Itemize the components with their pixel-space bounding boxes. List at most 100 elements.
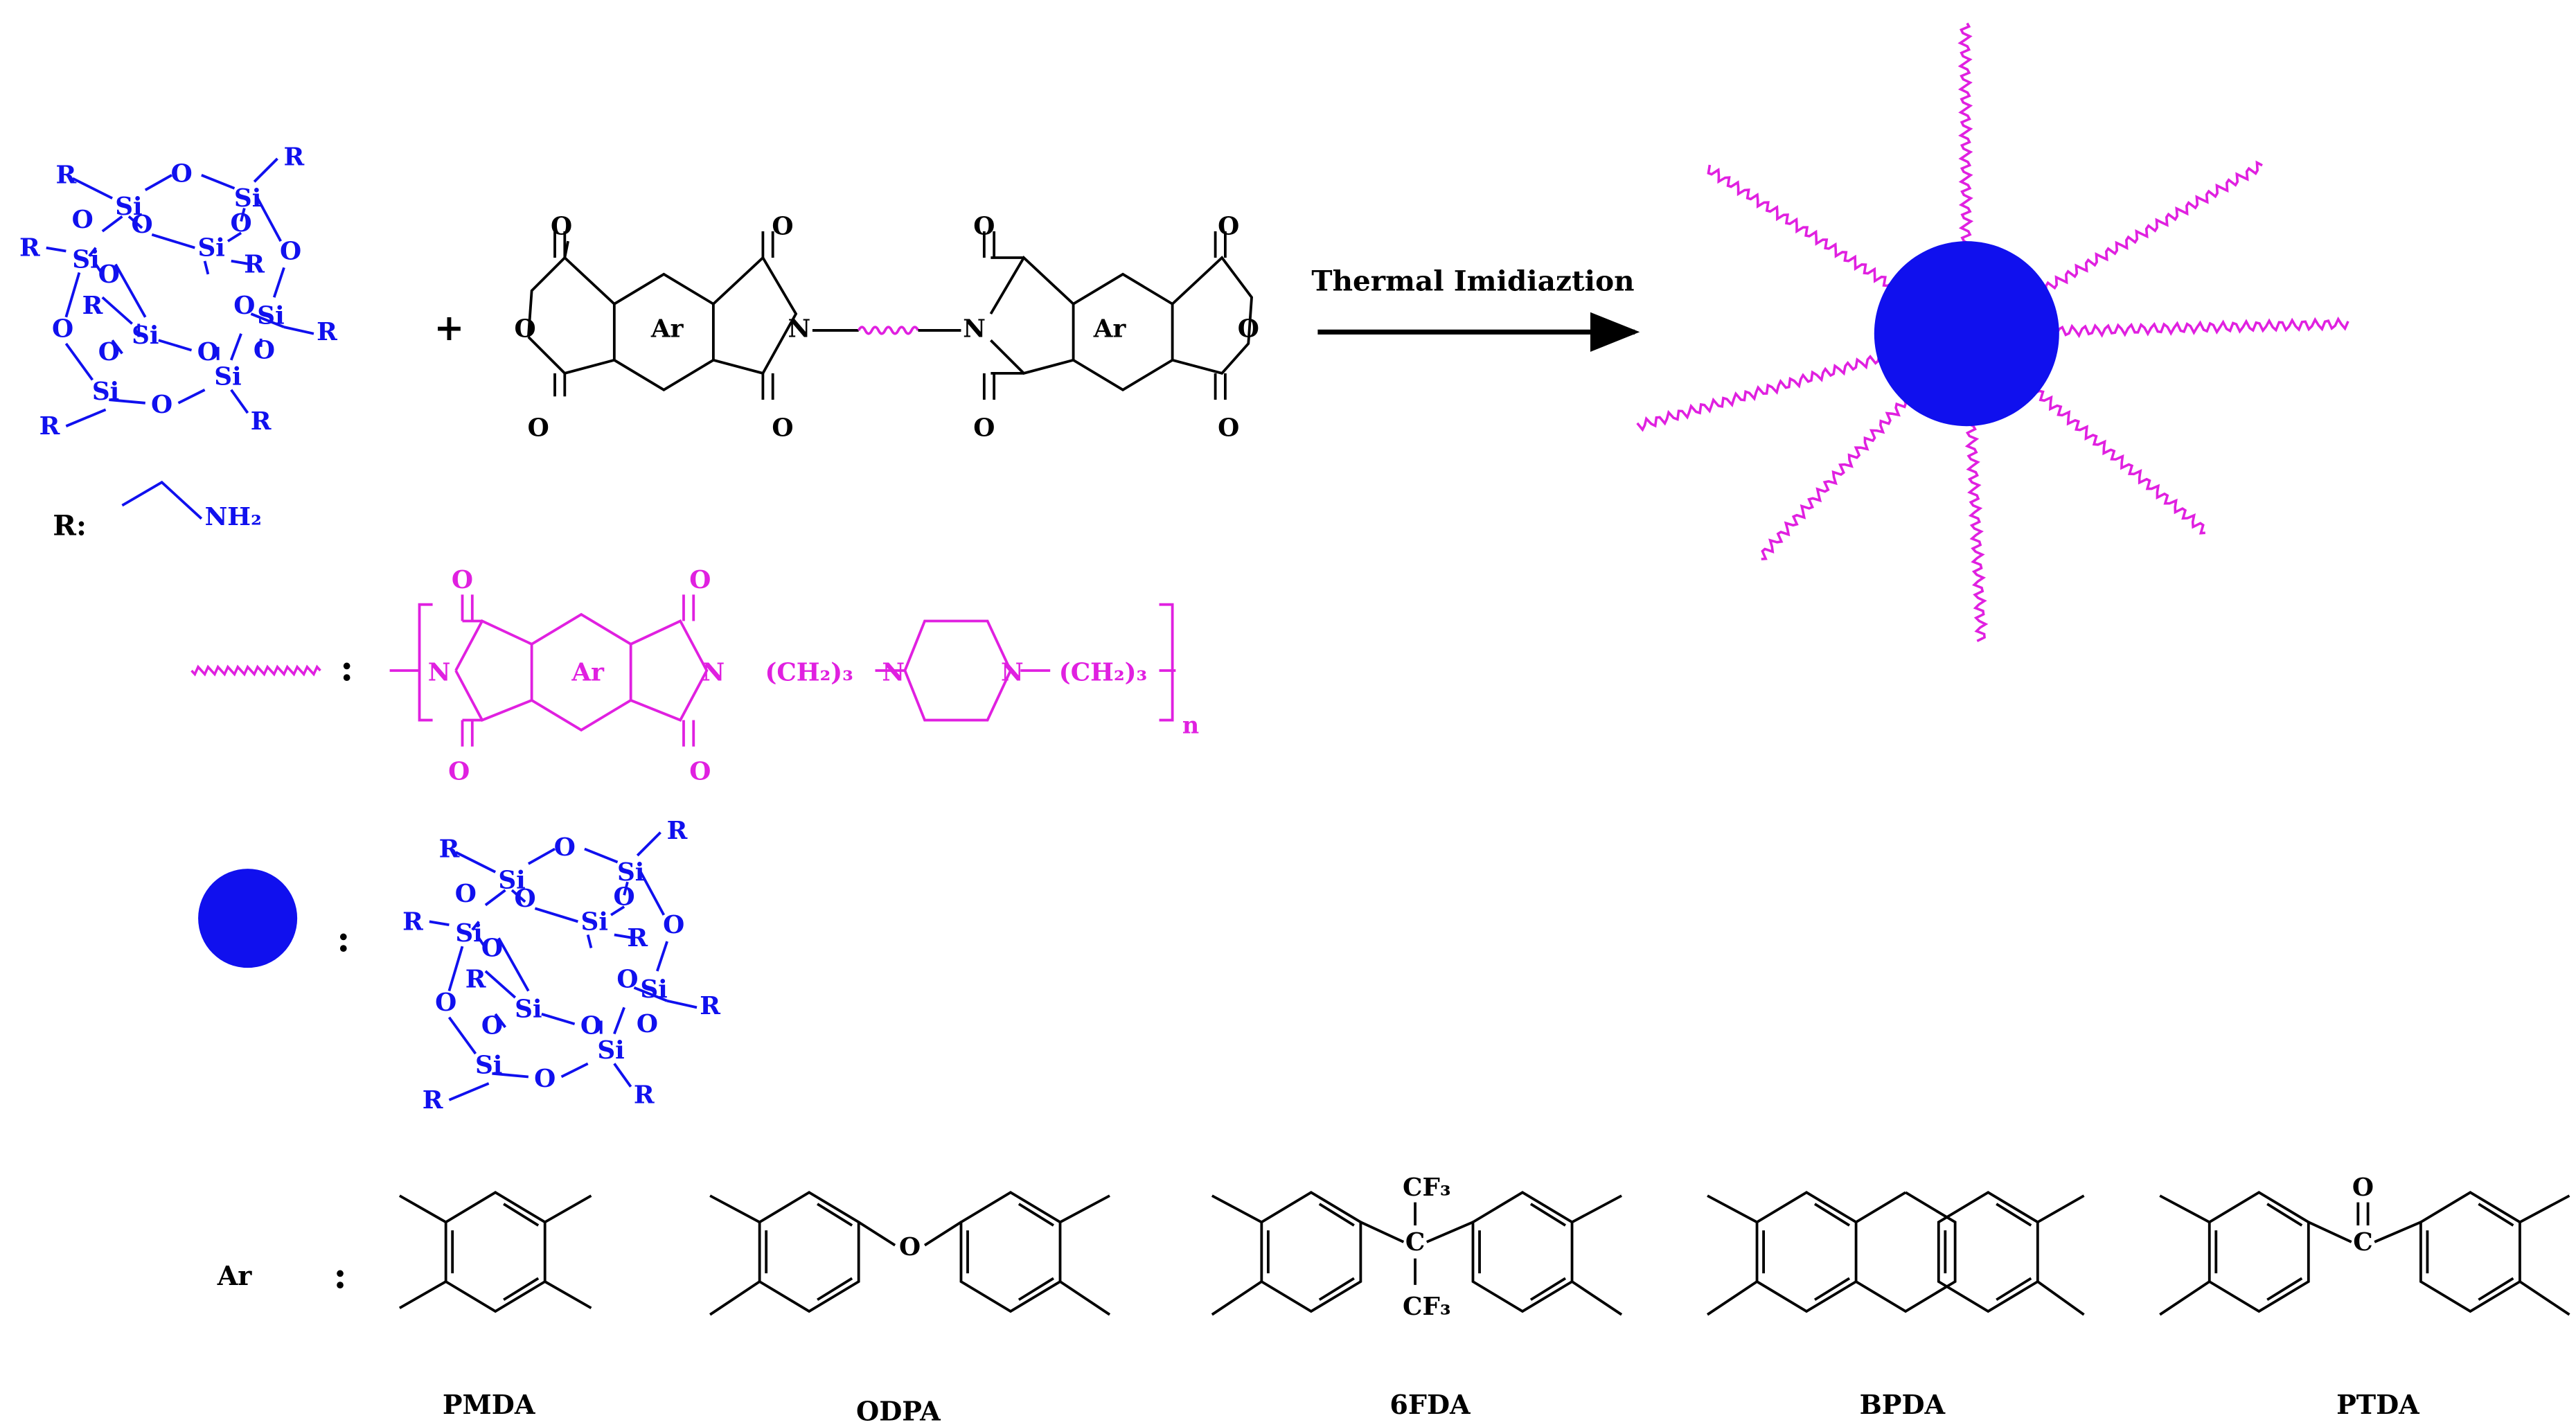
bpda-structure: [1706, 1191, 2085, 1316]
atom-label: O: [230, 209, 251, 238]
atom-label: Si: [115, 192, 142, 221]
atom-label: O: [455, 879, 477, 908]
atom-label: O: [197, 337, 219, 366]
atom-label: O: [689, 565, 711, 594]
colon: :: [340, 647, 353, 689]
atom-label: O: [551, 212, 572, 241]
atom-label: Si: [257, 301, 284, 330]
atom-label: O: [515, 314, 536, 343]
atom-label: O: [534, 1064, 556, 1093]
atom-label: O: [1218, 212, 1239, 241]
atom-label: R: [423, 1085, 443, 1115]
arrow-label: Thermal Imidiaztion: [1311, 265, 1634, 298]
wavy-chain-symbol: [190, 664, 321, 677]
atom-label: O: [689, 756, 711, 786]
polymer-arm-4: [2030, 388, 2205, 535]
polymer-arm-5: [1964, 418, 1989, 642]
atom-label: N: [882, 657, 905, 686]
atom-label: O: [435, 988, 456, 1017]
atom-label: O: [233, 291, 255, 320]
ar-legend: Ar :: [217, 1255, 347, 1297]
poss-core-sphere: [1874, 241, 2059, 427]
atom-label: R: [39, 411, 60, 441]
atom-label: O: [481, 933, 503, 962]
atom-label: O: [481, 1011, 503, 1040]
atom-label: Si: [234, 184, 261, 213]
poss-cage-top: R O R Si Si O O O R Si O Si R O R O Si O…: [19, 143, 337, 441]
atom-label: O: [452, 565, 473, 594]
atom-label: R: [55, 161, 76, 190]
atom-label: R: [439, 834, 460, 863]
atom-label: R: [700, 991, 720, 1020]
ar-label: Ar: [1093, 314, 1127, 343]
ether-oxygen-label: O: [899, 1232, 921, 1261]
atom-label: Si: [132, 321, 159, 350]
atom-label: R: [251, 407, 272, 436]
atom-label: O: [72, 205, 94, 234]
atom-label: O: [973, 212, 995, 241]
atom-label: O: [772, 212, 793, 241]
atom-label: N: [788, 314, 810, 343]
atom-label: Si: [455, 919, 482, 948]
atom-label: C: [2353, 1227, 2372, 1257]
atom-label: Si: [197, 233, 224, 263]
atom-label: R: [627, 923, 648, 952]
cf3-label: CF₃: [1403, 1173, 1451, 1202]
atom-label: Si: [640, 975, 667, 1004]
atom-label: O: [614, 883, 635, 912]
colon: :: [333, 1255, 346, 1297]
poss-sphere-symbol: [198, 869, 298, 968]
atom-label: O: [637, 1009, 658, 1038]
atom-label: N: [1001, 657, 1024, 686]
atom-label: O: [973, 413, 995, 442]
ethyl-chain: [121, 480, 203, 520]
cf3-label: CF₃: [1403, 1292, 1451, 1321]
dianhydride-atoms: O O O O O Ar N N Ar O O O O O: [515, 212, 1259, 443]
pmda-label: PMDA: [443, 1389, 536, 1420]
atom-label: O: [663, 910, 684, 939]
ch2-chain-label: (CH₂)₃: [1059, 657, 1147, 686]
atom-label: Si: [617, 858, 644, 887]
polymer-arm-2: [2041, 160, 2263, 296]
r-definition: R: NH₂: [53, 480, 262, 542]
atom-label: O: [528, 413, 549, 442]
ch2-chain-label: (CH₂)₃: [765, 657, 853, 686]
atom-label: R: [634, 1081, 655, 1110]
atom-label: O: [1218, 413, 1239, 442]
star-shaped-product: [1636, 22, 2350, 642]
atom-label: O: [171, 159, 193, 188]
atom-label: Si: [515, 995, 542, 1024]
r-label: R:: [53, 509, 87, 542]
ptda-structure: [2159, 1191, 2570, 1316]
colon: :: [337, 918, 350, 960]
atom-label: Si: [581, 907, 608, 936]
plus-sign: +: [434, 307, 464, 349]
odpa-label: ODPA: [856, 1395, 941, 1426]
atom-label: C: [1405, 1227, 1425, 1257]
atom-label: N: [963, 314, 986, 343]
atom-label: R: [402, 907, 423, 936]
reaction-arrow: Thermal Imidiaztion: [1311, 265, 1640, 352]
atom-label: Si: [72, 245, 99, 274]
6fda-label: 6FDA: [1389, 1389, 1471, 1420]
atom-label: O: [772, 413, 793, 442]
atom-label: Si: [214, 362, 241, 391]
atom-label: O: [2352, 1173, 2374, 1202]
dianhydride-names: PMDA ODPA 6FDA BPDA PTDA: [443, 1389, 2420, 1427]
atom-label: R: [244, 249, 265, 278]
atom-label: R: [667, 816, 688, 845]
ar-label: Ar: [571, 657, 605, 686]
6fda-atoms: CF₃ C CF₃: [1403, 1173, 1451, 1321]
atom-label: Si: [498, 866, 525, 895]
repeat-subscript-n: n: [1182, 712, 1199, 739]
atom-label: R: [82, 291, 103, 320]
atom-label: O: [98, 260, 120, 289]
atom-label: N: [428, 657, 451, 686]
atom-label: O: [554, 833, 576, 862]
ar-label: Ar: [650, 314, 684, 343]
atom-label: O: [131, 210, 152, 239]
polymer-arm-3: [2051, 316, 2350, 339]
polymer-repeat-atoms: O O N Ar N (CH₂)₃ N N (CH₂)₃ O O: [428, 565, 1147, 786]
atom-label: O: [1238, 314, 1259, 343]
